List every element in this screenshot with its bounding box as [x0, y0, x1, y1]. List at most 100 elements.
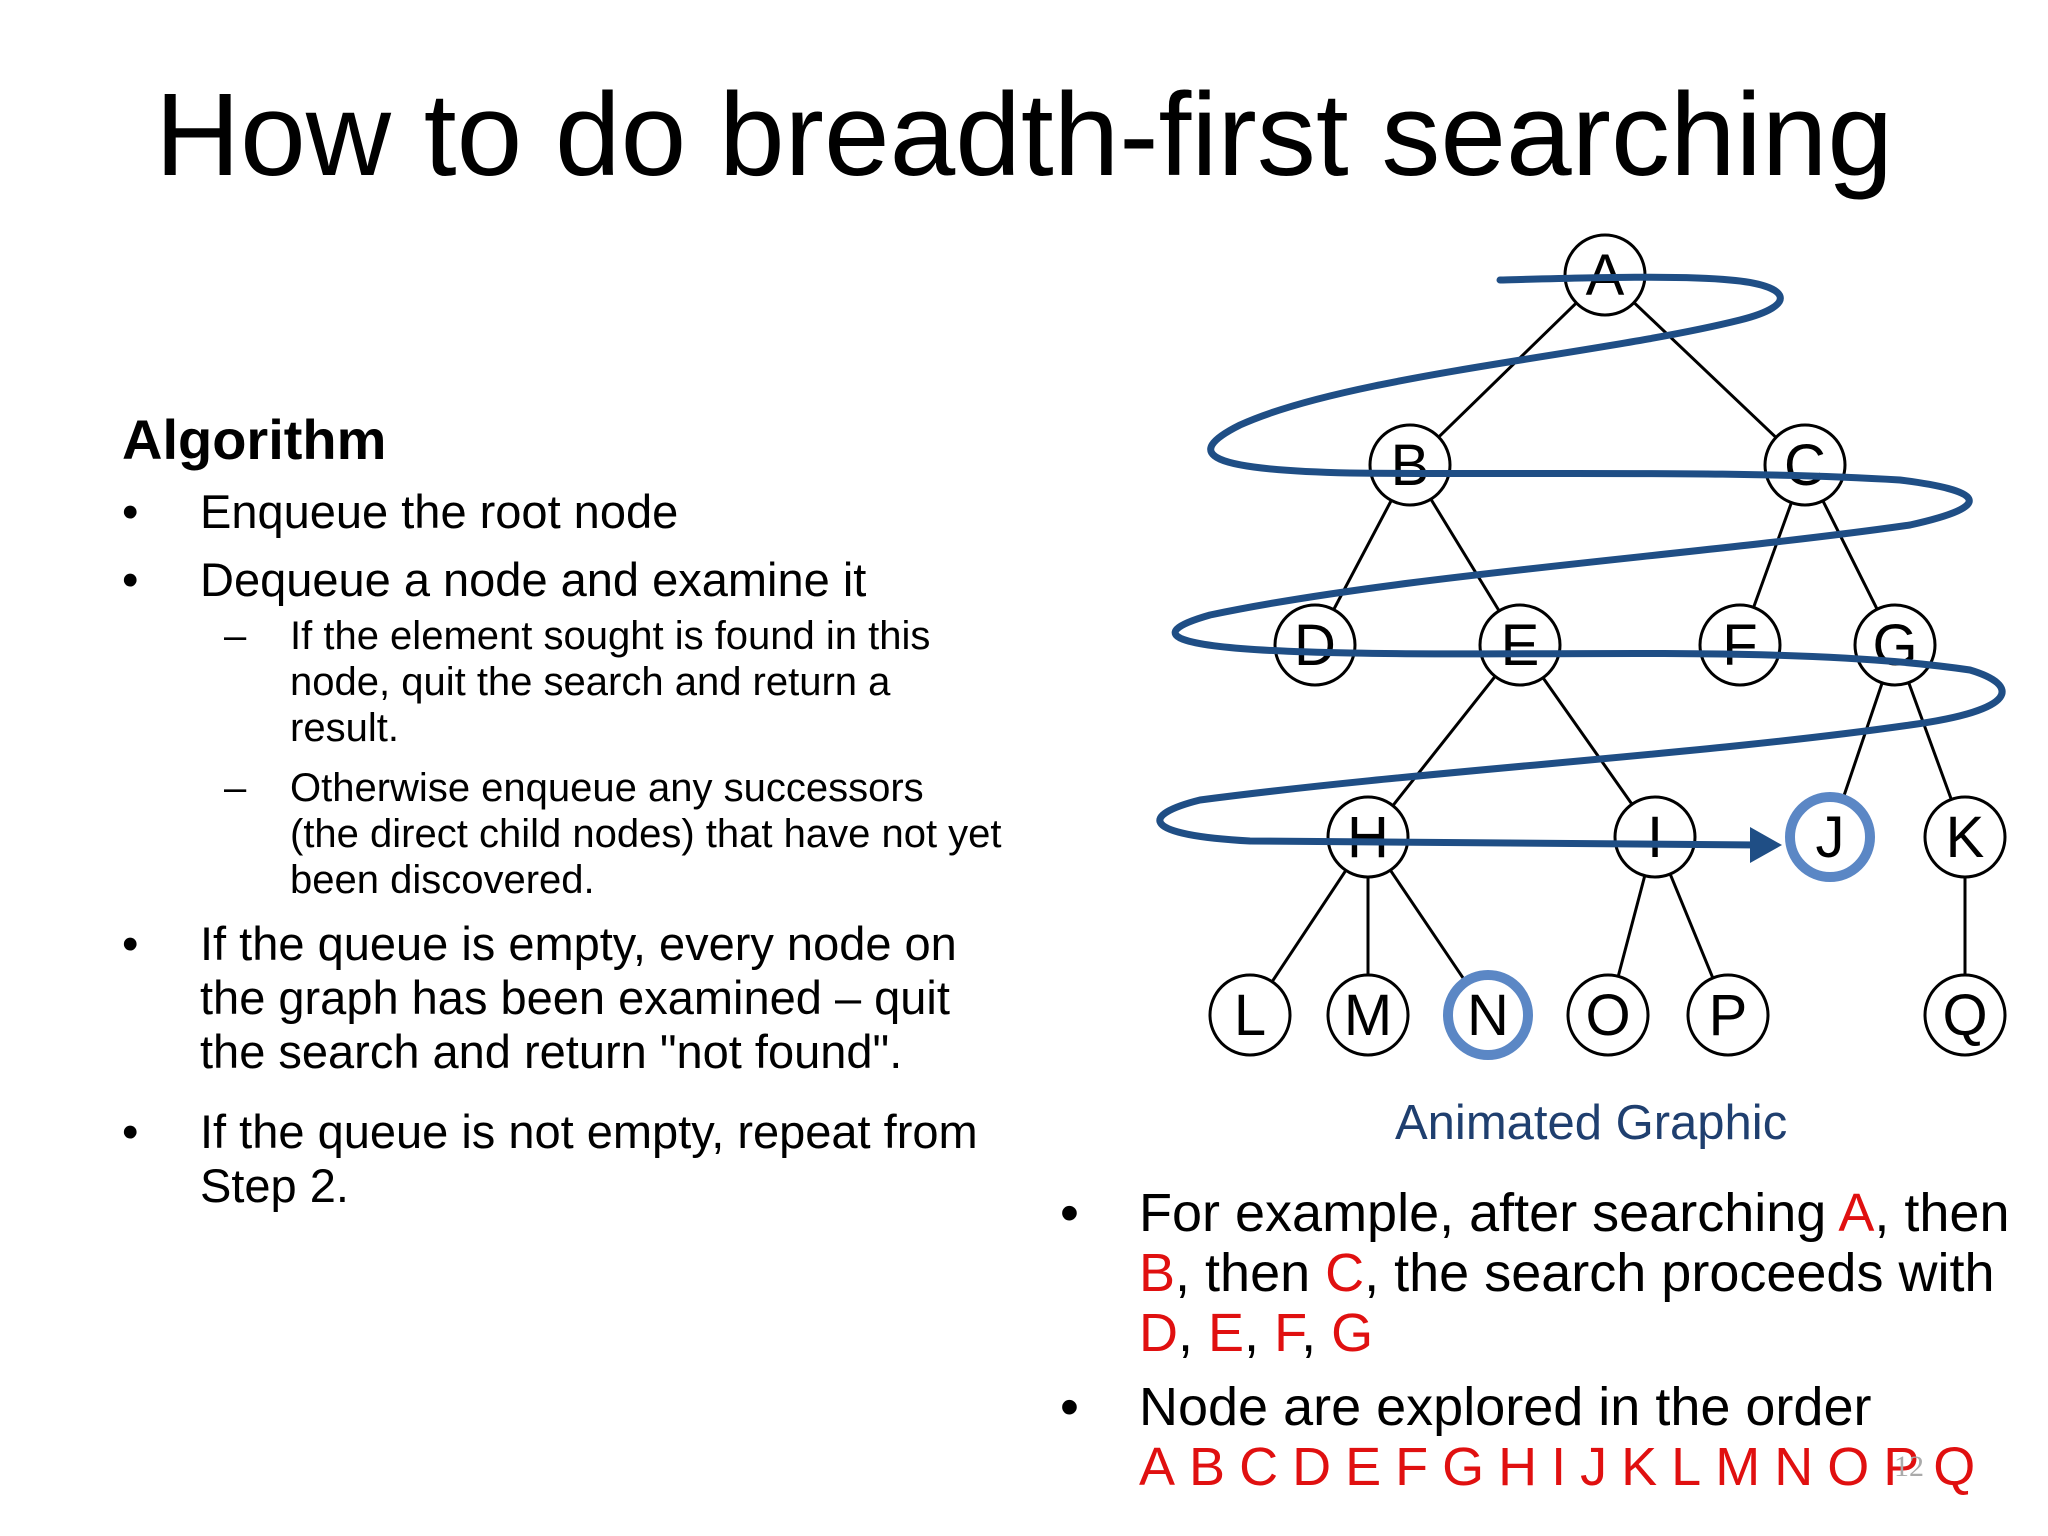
order-node-o: O [1827, 1437, 1870, 1497]
node-ref: C [1325, 1243, 1365, 1303]
tree-node-l: L [1208, 973, 1292, 1057]
bullet-icon: • [122, 1105, 139, 1158]
algorithm-steps: • Enqueue the root node • Dequeue a node… [122, 485, 1002, 1213]
node-circle [1326, 973, 1410, 1057]
example-item: • For example, after searching A, then B… [1060, 1183, 2020, 1363]
node-ref: F [1274, 1303, 1302, 1363]
tree-node-b: B [1368, 423, 1452, 507]
algorithm-section: Algorithm • Enqueue the root node • Dequ… [122, 405, 1002, 1227]
algorithm-heading: Algorithm [122, 408, 387, 471]
node-circle [1566, 973, 1650, 1057]
node-label: J [1816, 805, 1845, 870]
edge-g-j [1841, 682, 1884, 800]
step-text: If the queue is empty, every node on the… [200, 917, 957, 1078]
node-label: Q [1942, 983, 1987, 1048]
edge-i-o [1616, 875, 1647, 977]
example-text: For example, after searching [1139, 1183, 1839, 1243]
tree-node-g: G [1853, 603, 1937, 687]
dash-icon: – [224, 614, 247, 658]
tree-node-i: I [1613, 795, 1697, 879]
example-text: , then [1175, 1243, 1326, 1303]
node-circle [1443, 970, 1533, 1060]
tree-node-n: N [1443, 970, 1533, 1060]
node-label: E [1501, 613, 1540, 678]
edge-h-n [1389, 869, 1467, 983]
substep-item: – If the element sought is found in this… [122, 613, 1002, 751]
order-node-f: F [1395, 1437, 1429, 1497]
order-node-b: B [1189, 1437, 1226, 1497]
node-label: I [1647, 805, 1663, 870]
edge-b-e [1429, 498, 1501, 612]
step-item: • If the queue is not empty, repeat from… [122, 1105, 1002, 1213]
bullet-icon: • [1060, 1183, 1079, 1243]
order-node-c: C [1239, 1437, 1279, 1497]
bullet-icon: • [1060, 1377, 1079, 1437]
tree-node-p: P [1686, 973, 1770, 1057]
node-ref: E [1208, 1303, 1245, 1363]
tree-node-q: Q [1923, 973, 2007, 1057]
node-circle [1698, 603, 1782, 687]
node-label: N [1467, 983, 1509, 1048]
node-label: F [1722, 613, 1757, 678]
order-node-k: K [1621, 1437, 1658, 1497]
edge-c-f [1752, 502, 1793, 608]
node-label: O [1585, 983, 1630, 1048]
tree-node-o: O [1566, 973, 1650, 1057]
order-node-j: J [1580, 1437, 1608, 1497]
example-section: • For example, after searching A, then B… [1060, 1183, 2020, 1511]
node-label: C [1784, 433, 1826, 498]
order-node-n: N [1774, 1437, 1814, 1497]
step-text: If the queue is not empty, repeat from S… [200, 1105, 978, 1212]
separator: , [1301, 1303, 1332, 1363]
node-label: B [1391, 433, 1430, 498]
dash-icon: – [224, 766, 247, 810]
step-text: Dequeue a node and examine it [200, 553, 867, 606]
substep-item: – Otherwise enqueue any successors (the … [122, 765, 1002, 903]
example-text: , then [1874, 1183, 2010, 1243]
tree-node-m: M [1326, 973, 1410, 1057]
node-circle [1368, 423, 1452, 507]
node-circle [1785, 792, 1875, 882]
node-ref: A [1838, 1183, 1875, 1243]
node-ref: B [1139, 1243, 1176, 1303]
step-item: • Dequeue a node and examine it – If the… [122, 553, 1002, 903]
tree-node-k: K [1923, 795, 2007, 879]
step-item: • Enqueue the root node [122, 485, 1002, 539]
traversal-arrowhead [1750, 827, 1782, 863]
tree-node-j: J [1785, 792, 1875, 882]
order-node-g: G [1442, 1437, 1485, 1497]
node-label: P [1709, 983, 1748, 1048]
edge-e-h [1391, 675, 1497, 807]
page-number: 12 [1894, 1450, 1924, 1483]
tree-node-f: F [1698, 603, 1782, 687]
order-node-a: A [1139, 1437, 1176, 1497]
substep-text: If the element sought is found in this n… [290, 614, 931, 750]
node-label: L [1234, 983, 1266, 1048]
traversal-path [1156, 273, 2006, 849]
substep-text: Otherwise enqueue any successors (the di… [290, 766, 1002, 902]
edge-e-i [1541, 676, 1634, 806]
bullet-icon: • [122, 917, 139, 970]
node-circle [1613, 795, 1697, 879]
slide-title: How to do breadth-first searching [154, 69, 1894, 201]
node-label: M [1344, 983, 1392, 1048]
node-circle [1763, 423, 1847, 507]
node-ref: D [1139, 1303, 1178, 1363]
edge-g-k [1907, 682, 1953, 800]
edge-a-c [1632, 301, 1778, 439]
tree-node-c: C [1763, 423, 1847, 507]
node-label: G [1872, 613, 1917, 678]
step-item: • If the queue is empty, every node on t… [122, 917, 1002, 1079]
node-circle [1686, 973, 1770, 1057]
order-text: Node are explored in the order [1139, 1377, 1872, 1437]
node-circle [1923, 973, 2007, 1057]
order-node-q: Q [1933, 1437, 1976, 1497]
edge-c-g [1821, 500, 1879, 610]
bullet-icon: • [122, 485, 139, 538]
node-circle [1478, 603, 1562, 687]
node-label: H [1347, 805, 1389, 870]
node-label: K [1946, 805, 1985, 870]
